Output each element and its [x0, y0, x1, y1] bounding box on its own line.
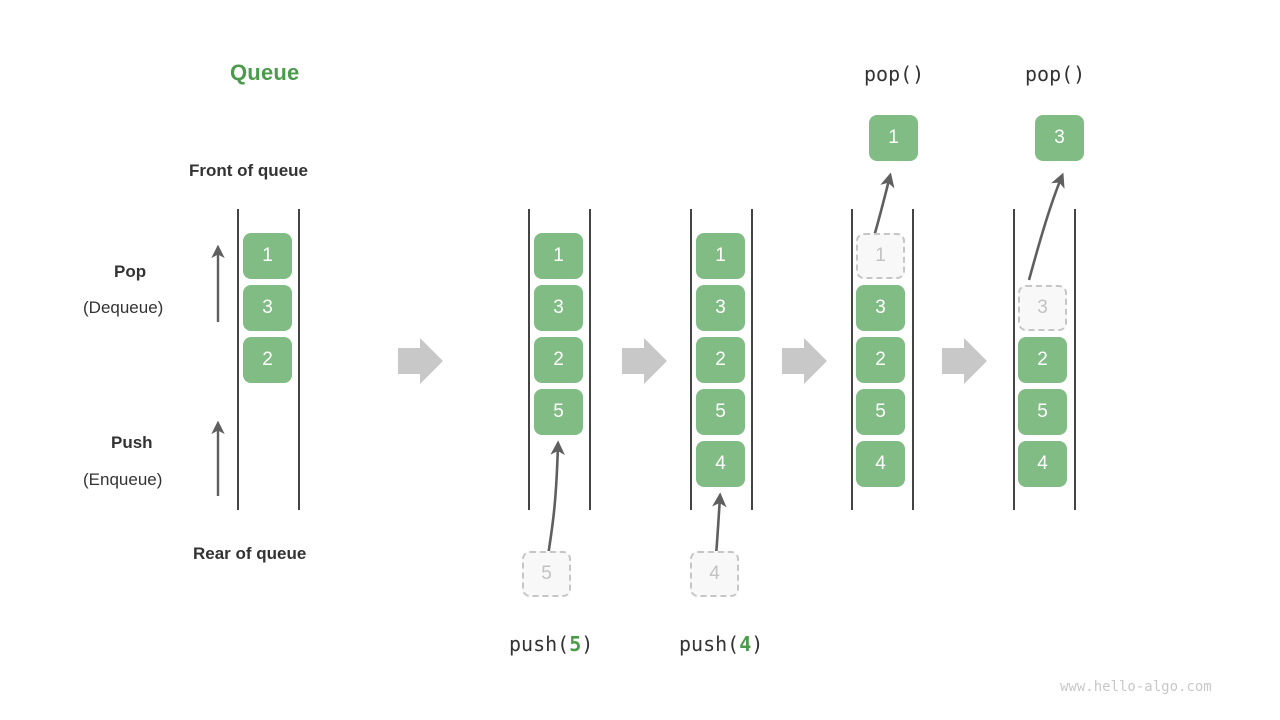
- incoming-ghost-item: 5: [522, 551, 571, 597]
- step-arrow-4: [942, 338, 987, 384]
- queue-rail-left: [690, 209, 692, 510]
- push-5-operation-label: push(5): [509, 632, 593, 656]
- op-name: push: [509, 632, 558, 656]
- vacated-ghost-item: 3: [1018, 285, 1067, 331]
- diagram-title: Queue: [230, 60, 300, 85]
- queue-item: 4: [1018, 441, 1067, 487]
- queue-item: 3: [243, 285, 292, 331]
- vacated-ghost-item: 1: [856, 233, 905, 279]
- popped-item: 3: [1035, 115, 1084, 161]
- pop-alt-label: (Dequeue): [83, 298, 164, 317]
- queue-item: 2: [696, 337, 745, 383]
- queue-rail-right: [589, 209, 591, 510]
- push-5-arrow: [546, 440, 565, 557]
- op-paren-close: ): [751, 632, 764, 656]
- queue-item: 1: [243, 233, 292, 279]
- push-4-arrow: [712, 492, 727, 557]
- popped-item: 1: [869, 115, 918, 161]
- watermark: www.hello-algo.com: [1060, 679, 1212, 695]
- queue-item: 1: [534, 233, 583, 279]
- queue-item: 5: [856, 389, 905, 435]
- pop-label: Pop: [114, 262, 147, 281]
- op-paren-open: (: [727, 632, 740, 656]
- front-of-queue-label: Front of queue: [189, 161, 308, 180]
- queue-item: 4: [696, 441, 745, 487]
- push-4-operation-label: push(4): [679, 632, 763, 656]
- push-label: Push: [111, 433, 153, 452]
- queue-rail-left: [528, 209, 530, 510]
- queue-rail-left: [237, 209, 239, 510]
- queue-item: 3: [696, 285, 745, 331]
- rear-of-queue-label: Rear of queue: [193, 544, 307, 563]
- op-arg: 4: [739, 632, 752, 656]
- queue-item: 1: [696, 233, 745, 279]
- pop-1-arrow: [871, 172, 895, 241]
- step-arrow-2: [622, 338, 667, 384]
- queue-item: 2: [856, 337, 905, 383]
- queue-rail-left: [851, 209, 853, 510]
- queue-rail-left: [1013, 209, 1015, 510]
- queue-item: 5: [696, 389, 745, 435]
- pop-3-arrow: [1027, 172, 1065, 281]
- queue-rail-right: [1074, 209, 1076, 510]
- op-arg: 5: [569, 632, 582, 656]
- queue-item: 5: [1018, 389, 1067, 435]
- queue-rail-right: [912, 209, 914, 510]
- queue-item: 3: [856, 285, 905, 331]
- queue-item: 4: [856, 441, 905, 487]
- pop-1-operation-label: pop(): [864, 62, 925, 86]
- queue-item: 3: [534, 285, 583, 331]
- push-alt-label: (Enqueue): [83, 470, 163, 489]
- pop-2-operation-label: pop(): [1025, 62, 1086, 86]
- op-paren-open: (: [557, 632, 570, 656]
- op-paren-close: ): [581, 632, 594, 656]
- queue-item: 2: [243, 337, 292, 383]
- step-arrow-1: [398, 338, 443, 384]
- op-name: push: [679, 632, 728, 656]
- incoming-ghost-item: 4: [690, 551, 739, 597]
- queue-rail-right: [751, 209, 753, 510]
- step-arrow-3: [782, 338, 827, 384]
- queue-item: 2: [534, 337, 583, 383]
- queue-item: 2: [1018, 337, 1067, 383]
- queue-rail-right: [298, 209, 300, 510]
- queue-item: 5: [534, 389, 583, 435]
